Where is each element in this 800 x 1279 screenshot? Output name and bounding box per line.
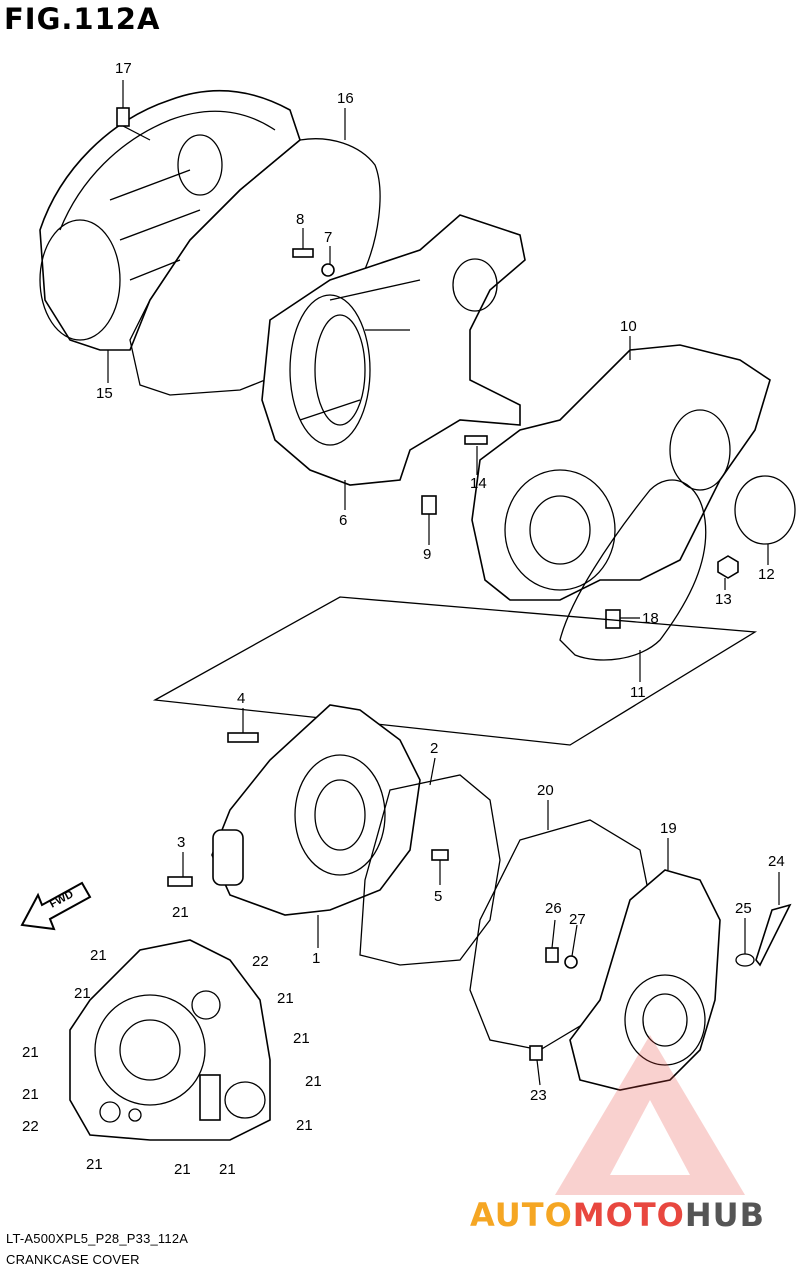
part-label-15: 15 [96, 385, 113, 402]
magneto-cover [569, 869, 721, 1091]
part-label-26: 26 [545, 900, 562, 917]
part-label-21: 21 [22, 1044, 39, 1061]
part-label-19: 19 [660, 820, 677, 837]
leader-lines [107, 80, 780, 1086]
part-label-8: 8 [296, 211, 305, 228]
cover-inner-view [69, 939, 271, 1141]
washer-7 [321, 263, 335, 277]
part-label-16: 16 [337, 90, 354, 107]
part-label-21: 21 [219, 1161, 236, 1178]
part-label-13: 13 [715, 591, 732, 608]
bolt-14 [464, 435, 488, 445]
watermark-triangle [555, 1035, 745, 1195]
part-label-22: 22 [252, 953, 269, 970]
part-label-10: 10 [620, 318, 637, 335]
inner-cover [261, 214, 526, 486]
footer-name: CRANKCASE COVER [6, 1252, 140, 1267]
part-label-2: 2 [430, 740, 439, 757]
part-label-25: 25 [735, 900, 752, 917]
plug-24 [755, 903, 792, 967]
part-label-20: 20 [537, 782, 554, 799]
washer-27 [564, 955, 578, 969]
part-label-21: 21 [90, 947, 107, 964]
part-label-1: 1 [312, 950, 321, 967]
part-label-22: 22 [22, 1118, 39, 1135]
watermark-auto: AUTO [470, 1196, 573, 1234]
part-label-24: 24 [768, 853, 785, 870]
bolt-3 [167, 876, 193, 887]
part-label-11: 11 [630, 684, 646, 701]
gasket-2 [359, 774, 501, 966]
nut-13 [717, 555, 739, 579]
part-label-9: 9 [423, 546, 432, 563]
part-label-3: 3 [177, 834, 186, 851]
part-label-21: 21 [174, 1161, 191, 1178]
dowel-23 [529, 1045, 543, 1061]
figure-title: FIG.112A [4, 2, 161, 36]
watermark-moto: MOTO [572, 1196, 685, 1234]
part-label-21: 21 [293, 1030, 310, 1047]
part-label-18: 18 [642, 610, 659, 627]
watermark-hub: HUB [684, 1196, 766, 1234]
part-label-6: 6 [339, 512, 348, 529]
part-label-21: 21 [22, 1086, 39, 1103]
part-label-23: 23 [530, 1087, 547, 1104]
footer-code: LT-A500XPL5_P28_P33_112A [6, 1231, 189, 1246]
part-label-14: 14 [470, 475, 487, 492]
part-label-21: 21 [172, 904, 189, 921]
kit-boundary [152, 596, 758, 746]
part-label-21: 21 [277, 990, 294, 1007]
fwd-arrow: FWD [20, 881, 92, 931]
part-label-21: 21 [296, 1117, 313, 1134]
part-label-5: 5 [434, 888, 443, 905]
cover-10 [471, 344, 771, 601]
gasket-12 [734, 475, 796, 545]
part-label-4: 4 [237, 690, 246, 707]
part-label-17: 17 [115, 60, 132, 77]
clutch-cover-gasket [129, 138, 381, 396]
part-label-12: 12 [758, 566, 775, 583]
watermark: AUTOMOTOHUB [470, 1196, 765, 1234]
part-label-27: 27 [569, 911, 586, 928]
part-label-21: 21 [74, 985, 91, 1002]
part-label-7: 7 [324, 229, 333, 246]
part-label-21: 21 [86, 1156, 103, 1173]
part-label-21: 21 [305, 1073, 322, 1090]
crankcase-cover [211, 704, 421, 916]
